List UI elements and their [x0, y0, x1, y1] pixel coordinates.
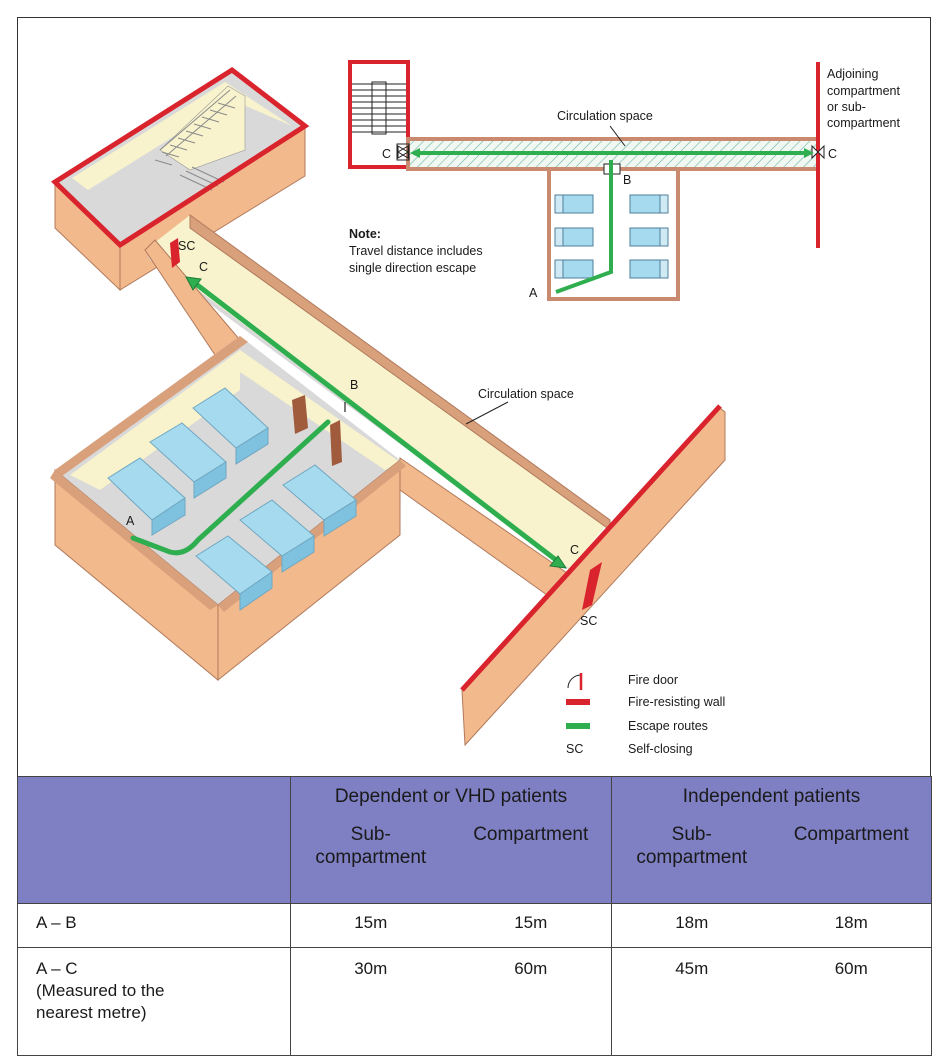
plan-escape-route: [418, 151, 808, 294]
table-group-dependent: Dependent or VHD patients: [290, 776, 612, 817]
table-group-independent: Independent patients: [611, 776, 932, 817]
plan-point-c-left: C: [382, 147, 391, 161]
iso-stair-fire-wall: [50, 66, 310, 249]
legend-fire-wall-icon: [566, 699, 590, 705]
plan-adjoining-label: Adjoining compartment or sub- compartmen…: [827, 67, 903, 130]
note-title: Note:: [349, 227, 381, 241]
legend-sc-label: Self-closing: [628, 742, 693, 756]
iso-point-b: B: [350, 378, 358, 392]
row-label: A – C (Measured to the nearest metre): [17, 947, 291, 1056]
table-cell: 60m: [450, 947, 612, 1056]
row-label-text: A – C: [36, 959, 78, 978]
table-subhead: Compartment: [450, 817, 612, 904]
isometric-view: SC C B A C SC Circulation space: [50, 66, 726, 747]
iso-compartment-fire-wall: [460, 404, 722, 692]
table-row: A – B 15m 15m 18m 18m: [17, 903, 932, 948]
iso-circulation-label: Circulation space: [478, 387, 574, 401]
iso-compartment-wall: [460, 404, 726, 747]
table-subhead: Sub- compartment: [290, 817, 451, 904]
iso-corridor-block: [144, 214, 611, 611]
plan-door-c-left: [396, 143, 410, 161]
plan-view: Circulation space C C B A Adjoining comp…: [348, 60, 903, 301]
row-label-note: (Measured to the: [36, 981, 165, 1000]
legend-fire-door-label: Fire door: [628, 673, 678, 687]
legend-escape-label: Escape routes: [628, 719, 708, 733]
plan-stair-treads: [352, 81, 406, 135]
iso-sc-door-right: [582, 562, 602, 610]
iso-point-a: A: [126, 514, 135, 528]
iso-point-c-upper: C: [199, 260, 208, 274]
iso-escape-route: [130, 281, 559, 563]
plan-point-b: B: [623, 173, 631, 187]
table-cell: 15m: [450, 903, 612, 948]
table-subhead: Sub- compartment: [611, 817, 772, 904]
legend-sc-symbol: SC: [566, 742, 583, 756]
table-cell: 18m: [611, 903, 772, 948]
escape-route-diagram: Circulation space C C B A Adjoining comp…: [50, 60, 903, 756]
table-corner-cell: [17, 776, 291, 904]
travel-distance-table: Dependent or VHD patients Independent pa…: [17, 776, 932, 1056]
iso-point-c-lower: C: [570, 543, 579, 557]
table-cell: 15m: [290, 903, 451, 948]
plan-point-a: A: [529, 286, 538, 300]
legend-escape-icon: [566, 723, 590, 729]
plan-door-c-right: [811, 144, 825, 160]
plan-point-c-right: C: [828, 147, 837, 161]
iso-sc-label-left: SC: [178, 239, 195, 253]
table-cell: 45m: [611, 947, 772, 1056]
iso-sc-door-left: [170, 238, 180, 268]
legend-fire-door-icon: [567, 673, 583, 690]
plan-circulation-label: Circulation space: [557, 109, 653, 123]
iso-ward-door-left: [292, 395, 308, 434]
table-cell: 30m: [290, 947, 451, 1056]
table-row: A – C (Measured to the nearest metre) 30…: [17, 947, 932, 1056]
table-cell: 18m: [771, 903, 932, 948]
row-label: A – B: [17, 903, 291, 948]
table-subhead: Compartment: [771, 817, 932, 904]
iso-sc-label-right: SC: [580, 614, 597, 628]
row-label-note: nearest metre): [36, 1003, 147, 1022]
plan-beds: [554, 194, 669, 279]
legend-fire-wall-label: Fire-resisting wall: [628, 695, 725, 709]
iso-ward-block: [50, 336, 406, 682]
legend: Fire door Fire-resisting wall Escape rou…: [566, 673, 725, 756]
table-cell: 60m: [771, 947, 932, 1056]
iso-ward-door-right: [330, 420, 342, 466]
note-text: Travel distance includes single directio…: [349, 244, 486, 275]
iso-beds: [107, 387, 357, 611]
